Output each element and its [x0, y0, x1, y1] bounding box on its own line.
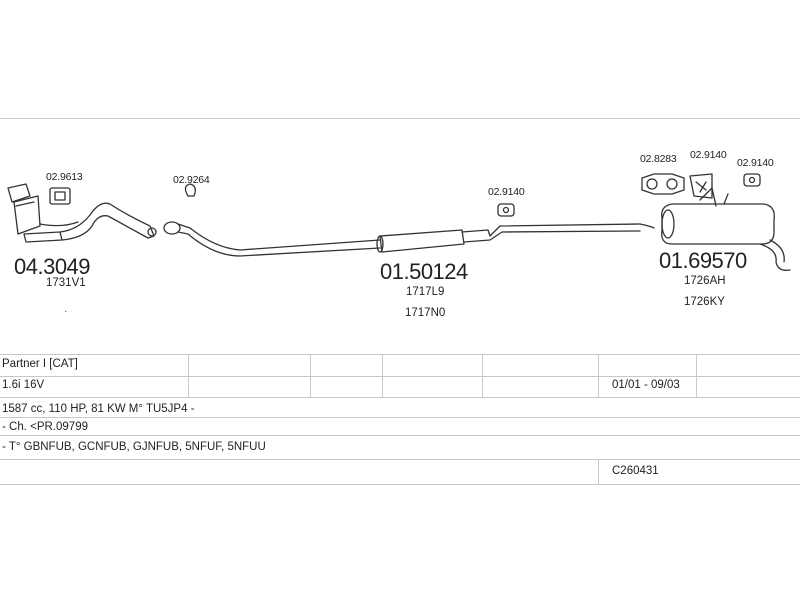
center-hanger-code-label: 02.9140: [488, 186, 525, 198]
oem-ref-center-1: 1717L9: [406, 286, 445, 298]
dot-mark: ·: [64, 306, 68, 317]
oem-ref-rear-1: 1726AH: [684, 275, 726, 287]
ring-clamp-code-label: 02.9264: [173, 174, 210, 186]
clamp-icon: [49, 187, 71, 205]
engine-specs: 1587 cc, 110 HP, 81 KW M° TU5JP4 -: [2, 403, 195, 415]
far-hanger-code-label: 02.9140: [737, 157, 774, 169]
rear-hanger-code-label: 02.9140: [690, 149, 727, 161]
rubber-hanger-icon: [497, 203, 515, 217]
part-number-rear: 01.69570: [659, 248, 747, 273]
part-number-catalyst: 04.3049: [14, 254, 91, 279]
table-row: Partner I [CAT]: [0, 354, 800, 377]
bracket-icon: [641, 173, 685, 195]
part-number-center: 01.50124: [380, 259, 468, 284]
bracket-code-label: 02.8283: [640, 153, 677, 165]
table-row: 1.6i 16V 01/01 - 09/03: [0, 376, 800, 398]
table-row: - Ch. <PR.09799: [0, 418, 800, 436]
production-dates: 01/01 - 09/03: [612, 379, 680, 391]
vehicle-types: - T° GBNFUB, GCNFUB, GJNFUB, 5NFUF, 5NFU…: [2, 441, 266, 453]
oem-ref-center-2: 1717N0: [405, 307, 446, 319]
top-border-line: [0, 118, 800, 119]
chassis-range: - Ch. <PR.09799: [2, 421, 88, 433]
clamp-code-label: 02.9613: [46, 171, 83, 183]
catalog-reference: C260431: [612, 465, 659, 477]
engine-label: 1.6i 16V: [2, 379, 45, 391]
small-hanger-icon: [743, 173, 761, 187]
ring-clamp-icon: [184, 183, 196, 197]
table-row: - T° GBNFUB, GCNFUB, GJNFUB, 5NFUF, 5NFU…: [0, 436, 800, 460]
table-row: C260431: [0, 460, 800, 485]
hanger-icon: [689, 173, 713, 199]
oem-ref-catalyst: 1731V1: [46, 277, 86, 289]
vehicle-model: Partner I [CAT]: [2, 358, 78, 370]
oem-ref-rear-2: 1726KY: [684, 296, 725, 308]
catalytic-converter-icon: [7, 183, 157, 243]
center-pipe-icon: [163, 221, 655, 257]
exhaust-diagram: [7, 173, 791, 271]
table-row: 1587 cc, 110 HP, 81 KW M° TU5JP4 -: [0, 398, 800, 418]
